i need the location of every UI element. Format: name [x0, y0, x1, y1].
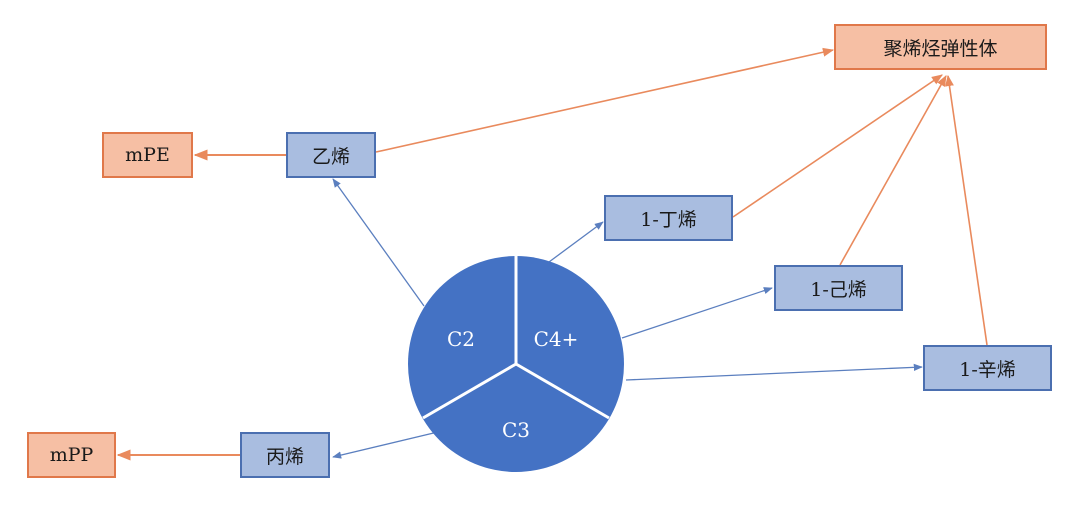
arrow-octene-to-elastomer [945, 74, 988, 346]
arrow-c3-to-propylene [332, 430, 443, 459]
arrow-butene-to-elastomer [732, 74, 943, 218]
arrow-c4-to-hexene [621, 287, 773, 339]
arrow-hexene-to-elastomer [839, 75, 947, 266]
pie-label-c2: C2 [447, 327, 475, 351]
pie-label-c3: C3 [502, 418, 530, 442]
arrow-ethylene-to-elastomer [375, 47, 835, 153]
node-elastomer: 聚烯烃弹性体 [834, 24, 1047, 70]
node-hexene: 1-己烯 [774, 265, 903, 311]
node-propylene: 丙烯 [240, 432, 330, 478]
node-mpp: mPP [27, 432, 116, 478]
node-octene: 1-辛烯 [923, 345, 1052, 391]
pie-label-c4plus: C4+ [534, 327, 579, 351]
node-butene: 1-丁烯 [604, 195, 733, 241]
arrow-c4-to-butene [548, 221, 604, 263]
c-number-pie: C2 C4+ C3 [408, 256, 624, 472]
arrow-c4-to-octene [625, 363, 923, 381]
node-mpe: mPE [102, 132, 193, 178]
node-ethylene: 乙烯 [286, 132, 376, 178]
arrow-c2-to-ethylene [332, 178, 425, 307]
